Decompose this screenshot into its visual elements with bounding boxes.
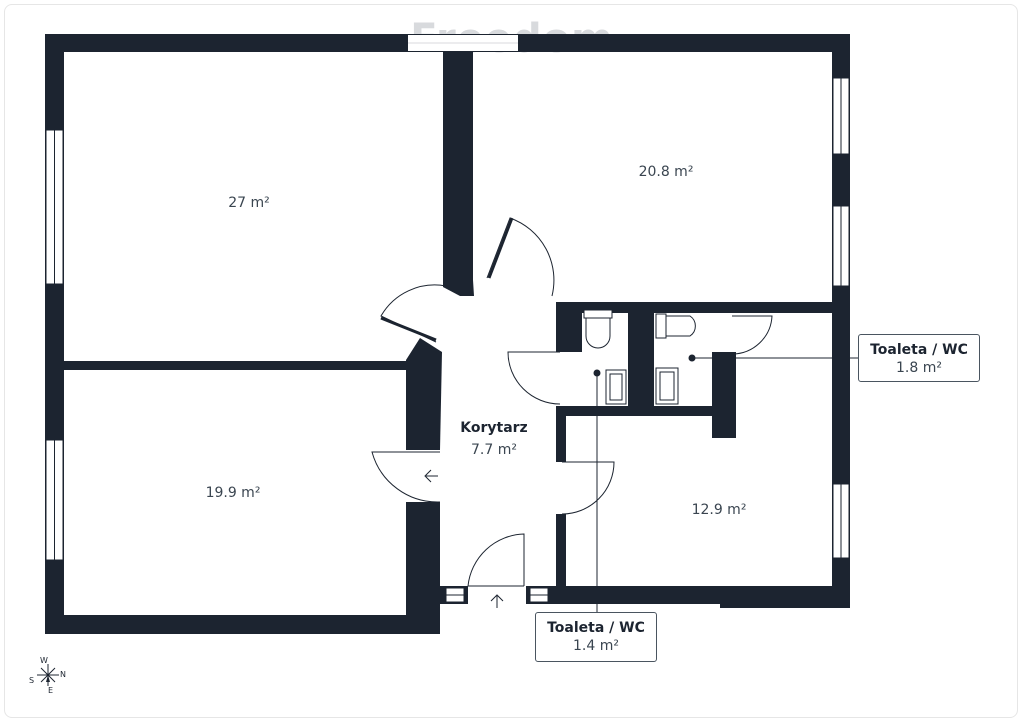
walls xyxy=(45,34,850,634)
wall-bottom-left xyxy=(45,615,426,634)
door-top-left-room xyxy=(380,284,447,343)
fixtures xyxy=(583,309,696,405)
wall-toilets-bottom xyxy=(556,406,736,416)
toilet-bowl-left xyxy=(585,315,611,349)
wall-corridor-left-lower xyxy=(406,502,440,634)
wall-divider-end xyxy=(443,280,474,296)
door-bottom-left-room xyxy=(371,451,441,503)
arrows xyxy=(424,469,504,608)
callout-toilet-right-area: 1.8 m² xyxy=(896,360,942,376)
door-bottom-right-room xyxy=(561,461,615,515)
wall-bottom-right-thick xyxy=(720,590,850,608)
room-bottom-right-area: 12.9 m² xyxy=(692,502,747,518)
corridor-area: 7.7 m² xyxy=(471,442,517,458)
entrance-thresholds xyxy=(445,587,549,603)
toilet-bowl-right xyxy=(663,315,696,337)
page-frame xyxy=(4,4,1018,718)
wall-toilet-left xyxy=(556,302,582,352)
callout-toilet-bottom-title: Toaleta / WC xyxy=(547,620,645,636)
wall-corridor-right-upper xyxy=(556,406,566,462)
leader-dot-toilet-bottom xyxy=(593,369,601,377)
callout-toilet-bottom-area: 1.4 m² xyxy=(573,638,619,654)
door-toilet-left xyxy=(507,351,561,405)
callout-toilet-right-title: Toaleta / WC xyxy=(870,342,968,358)
door-entrance xyxy=(467,533,525,587)
door-top-right-room xyxy=(486,217,555,297)
wall-toilet-right xyxy=(712,352,736,438)
compass-n: N xyxy=(60,670,66,679)
windows xyxy=(45,35,850,561)
door-toilet-right xyxy=(731,315,773,355)
wall-right xyxy=(832,34,850,608)
wall-divider-top xyxy=(443,34,473,280)
corridor-name: Korytarz xyxy=(460,420,527,436)
doors xyxy=(371,217,773,587)
room-bottom-left-area: 19.9 m² xyxy=(206,485,261,501)
wall-toilets-middle xyxy=(628,302,654,416)
compass-icon: W S N E xyxy=(28,656,68,695)
compass-s: S xyxy=(29,676,35,685)
callout-leaders xyxy=(593,354,858,612)
wall-corridor-right-lower xyxy=(556,514,566,594)
wall-right-block-top xyxy=(556,302,850,313)
leader-dot-toilet-right xyxy=(688,354,696,362)
compass-e: E xyxy=(48,686,54,695)
callout-toilet-bottom: Toaleta / WC 1.4 m² xyxy=(535,612,657,662)
compass-w: W xyxy=(40,656,48,665)
room-top-right-area: 20.8 m² xyxy=(639,164,694,180)
callout-toilet-right: Toaleta / WC 1.8 m² xyxy=(858,334,980,382)
wall-divider-left xyxy=(64,361,408,370)
arrow-up-icon xyxy=(490,594,504,608)
room-top-left-area: 27 m² xyxy=(228,195,270,211)
arrow-left-icon xyxy=(424,469,438,483)
wall-corridor-left-upper xyxy=(406,338,442,450)
